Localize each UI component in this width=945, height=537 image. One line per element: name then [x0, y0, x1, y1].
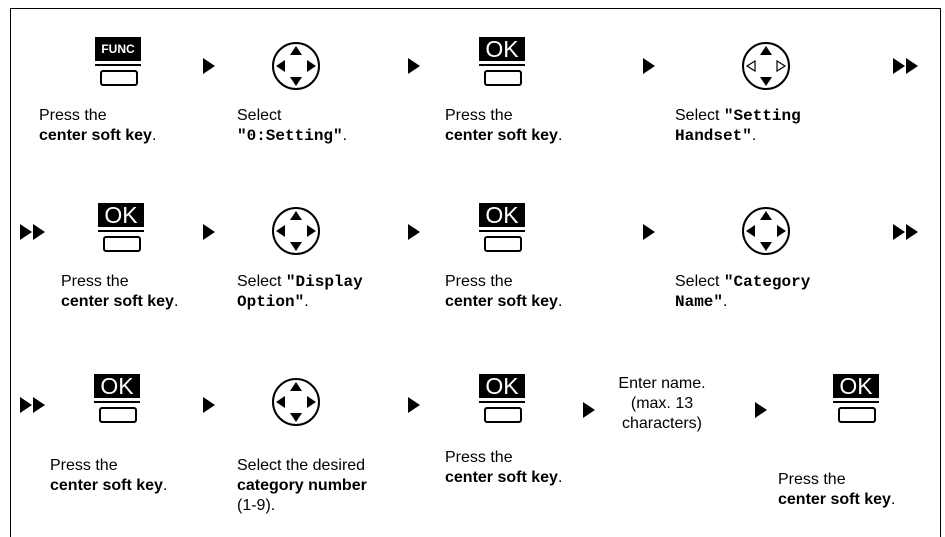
navigator-key-up-down-icon [272, 378, 320, 426]
continue-arrow-icon [20, 397, 50, 413]
step-instruction: Select the desired category number (1-9)… [237, 457, 367, 514]
ok-key-label: OK [94, 374, 140, 398]
func-soft-key-icon: FUNC [95, 37, 141, 87]
step-instruction: Press the center soft key. [445, 107, 563, 144]
func-key-label: FUNC [95, 37, 141, 61]
step-instruction: Press the center soft key. [445, 449, 563, 486]
next-arrow-icon [408, 58, 420, 74]
next-arrow-icon [408, 224, 420, 240]
ok-soft-key-icon: OK [94, 374, 140, 424]
instruction-frame [10, 8, 941, 537]
step-instruction: Press the center soft key. [778, 471, 896, 508]
continue-arrow-icon [893, 224, 923, 240]
next-arrow-icon [203, 224, 215, 240]
step-instruction: Select "Category Name". [675, 273, 811, 311]
enter-name-instruction: Enter name. (max. 13 characters) [618, 375, 706, 432]
next-arrow-icon [643, 58, 655, 74]
ok-soft-key-icon: OK [98, 203, 144, 253]
step-instruction: Select "0:Setting". [237, 107, 348, 145]
navigator-key-up-down-icon [272, 207, 320, 255]
continue-arrow-icon [20, 224, 50, 240]
ok-soft-key-icon: OK [479, 37, 525, 87]
next-arrow-icon [203, 58, 215, 74]
ok-soft-key-icon: OK [833, 374, 879, 424]
ok-key-label: OK [479, 37, 525, 61]
step-instruction: Press the center soft key. [445, 273, 563, 310]
ok-key-label: OK [479, 203, 525, 227]
step-instruction: Press the center soft key. [39, 107, 157, 144]
next-arrow-icon [408, 397, 420, 413]
navigator-key-up-down-icon [272, 42, 320, 90]
ok-soft-key-icon: OK [479, 374, 525, 424]
ok-soft-key-icon: OK [479, 203, 525, 253]
navigator-key-up-down-icon [742, 207, 790, 255]
navigator-key-up-down-icon [742, 42, 790, 90]
ok-key-label: OK [98, 203, 144, 227]
step-instruction: Select "Display Option". [237, 273, 363, 311]
ok-key-label: OK [479, 374, 525, 398]
next-arrow-icon [583, 402, 595, 418]
next-arrow-icon [203, 397, 215, 413]
next-arrow-icon [755, 402, 767, 418]
continue-arrow-icon [893, 58, 923, 74]
step-instruction: Press the center soft key. [50, 457, 168, 494]
next-arrow-icon [643, 224, 655, 240]
ok-key-label: OK [833, 374, 879, 398]
step-instruction: Press the center soft key. [61, 273, 179, 310]
step-instruction: Select "Setting Handset". [675, 107, 801, 145]
